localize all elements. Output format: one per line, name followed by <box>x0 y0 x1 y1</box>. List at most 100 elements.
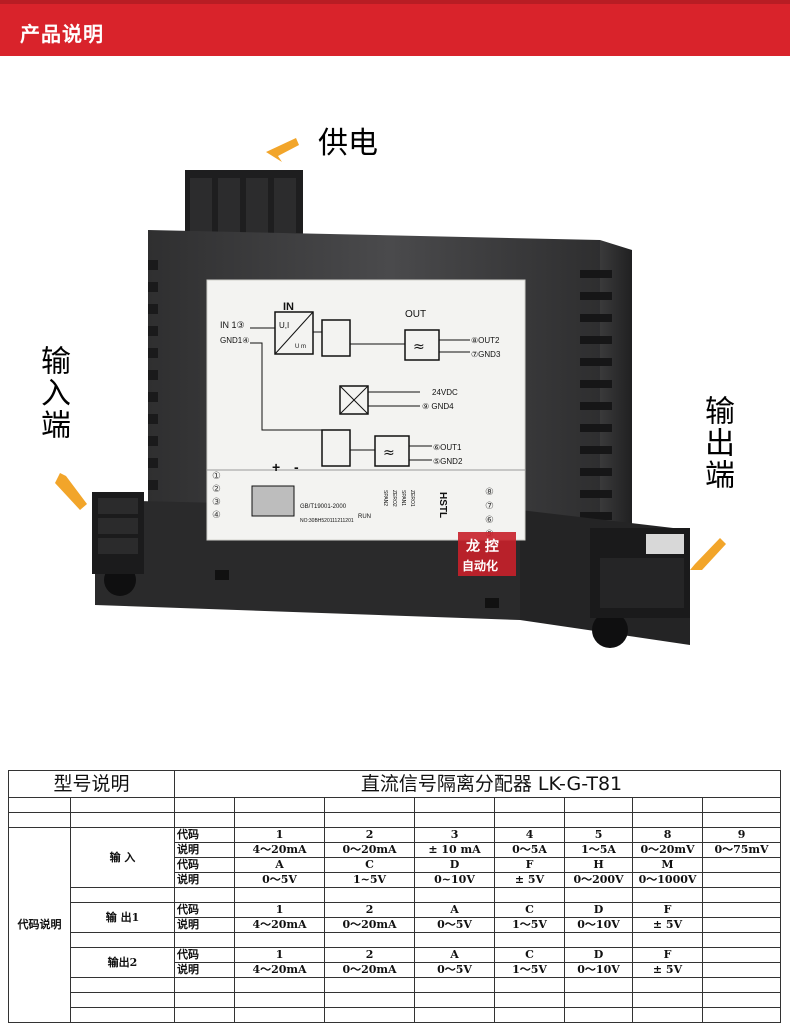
table-cell <box>324 992 416 1008</box>
table-cell <box>69 887 176 903</box>
table-cell <box>234 812 326 828</box>
label-pin-l2: ② <box>212 484 221 495</box>
table-cell <box>632 977 704 993</box>
code-cell: 代码 <box>174 857 236 873</box>
table-cell <box>234 1007 326 1023</box>
table-cell: 8 <box>632 827 704 843</box>
label-um: U m <box>295 344 306 350</box>
table-cell: 4～20mA <box>234 917 326 933</box>
table-cell: F <box>494 857 566 873</box>
table-cell <box>324 797 416 813</box>
callout-output: 输出端 <box>699 395 734 491</box>
table-cell <box>494 932 566 948</box>
table-cell: M <box>632 857 704 873</box>
table-cell <box>8 812 71 828</box>
table-cell <box>702 857 782 873</box>
table-cell: 1 <box>234 827 326 843</box>
table-cell: 1～5V <box>494 962 566 978</box>
label-pin-l1: ① <box>212 471 221 482</box>
label-gnd1: GND1④ <box>220 336 249 345</box>
table-cell <box>234 887 326 903</box>
watermark-line2: 自动化 <box>462 558 498 573</box>
table-cell <box>234 977 326 993</box>
label-span1: SPAN1 <box>400 490 406 506</box>
label-out: OUT <box>405 309 426 320</box>
table-cell: 4 <box>494 827 566 843</box>
table-cell: D <box>564 902 634 918</box>
output-terminal <box>590 528 690 618</box>
table-cell <box>414 887 496 903</box>
table-cell: C <box>494 947 566 963</box>
power-terminal <box>185 170 303 240</box>
table-cell <box>69 932 176 948</box>
table-cell: 3 <box>414 827 496 843</box>
callout-power: 供电 <box>318 126 378 161</box>
table-cell: D <box>564 947 634 963</box>
label-in1: IN 1③ <box>220 320 245 330</box>
table-cell: ± 10 mA <box>414 842 496 858</box>
table-cell <box>69 812 176 828</box>
label-serial: NO:30BH520111211201 <box>300 518 354 524</box>
input-terminal <box>92 492 144 574</box>
table-cell <box>234 932 326 948</box>
table-cell: 0～5A <box>494 842 566 858</box>
table-cell <box>324 812 416 828</box>
table-cell <box>702 992 782 1008</box>
table-cell <box>564 977 634 993</box>
table-cell: ± 5V <box>494 872 566 888</box>
callout-input: 输入端 <box>35 345 70 441</box>
table-cell <box>414 992 496 1008</box>
table-cell <box>564 992 634 1008</box>
section-header: 产品说明 <box>0 0 790 56</box>
wiring-label: IN OUT IN 1③ GND1④ U,I U m ≈ ≈ ⑧OUT2 ⑦GN… <box>206 279 526 541</box>
table-cell <box>702 812 782 828</box>
table-cell: H <box>564 857 634 873</box>
table-cell: 0～10V <box>564 962 634 978</box>
table-cell: 4～20mA <box>234 842 326 858</box>
table-cell <box>632 932 704 948</box>
table-cell <box>702 977 782 993</box>
table-cell: 0～5V <box>234 872 326 888</box>
label-pin-r1: ⑧ <box>485 487 494 498</box>
table-cell <box>494 1007 566 1023</box>
table-cell <box>234 797 326 813</box>
table-cell: F <box>632 947 704 963</box>
label-zero1: ZERO1 <box>409 490 415 507</box>
table-cell <box>69 1007 176 1023</box>
table-cell <box>494 812 566 828</box>
table-cell: 1 <box>234 902 326 918</box>
table-cell <box>702 947 782 963</box>
model-label: 型号说明 <box>7 770 176 798</box>
desc-cell: 说明 <box>174 962 236 978</box>
label-span2: SPAN2 <box>382 490 388 506</box>
table-cell: A <box>234 857 326 873</box>
table-cell <box>632 887 704 903</box>
table-cell: ± 5V <box>632 962 704 978</box>
table-cell: ± 5V <box>632 917 704 933</box>
table-cell <box>494 992 566 1008</box>
svg-text:≈: ≈ <box>383 445 395 461</box>
table-cell: 1～5A <box>564 842 634 858</box>
table-cell: 2 <box>324 902 416 918</box>
table-cell: 0～10V <box>564 917 634 933</box>
table-cell <box>414 812 496 828</box>
table-cell <box>702 902 782 918</box>
table-cell <box>564 932 634 948</box>
desc-cell: 说明 <box>174 917 236 933</box>
table-cell <box>702 872 782 888</box>
table-cell <box>632 992 704 1008</box>
table-cell: 0～75mV <box>702 842 782 858</box>
table-cell <box>174 932 236 948</box>
arrow-input-icon <box>55 473 87 510</box>
watermark-badge: 龙 控 自动化 <box>458 532 516 576</box>
table-cell <box>702 962 782 978</box>
table-cell: 0～20mA <box>324 917 416 933</box>
table-cell: 0～1000V <box>632 872 704 888</box>
section-title: 产品说明 <box>20 22 104 46</box>
table-cell <box>564 797 634 813</box>
table-cell <box>414 1007 496 1023</box>
table-cell <box>234 992 326 1008</box>
table-cell <box>324 1007 416 1023</box>
label-pin-l3: ③ <box>212 497 221 508</box>
